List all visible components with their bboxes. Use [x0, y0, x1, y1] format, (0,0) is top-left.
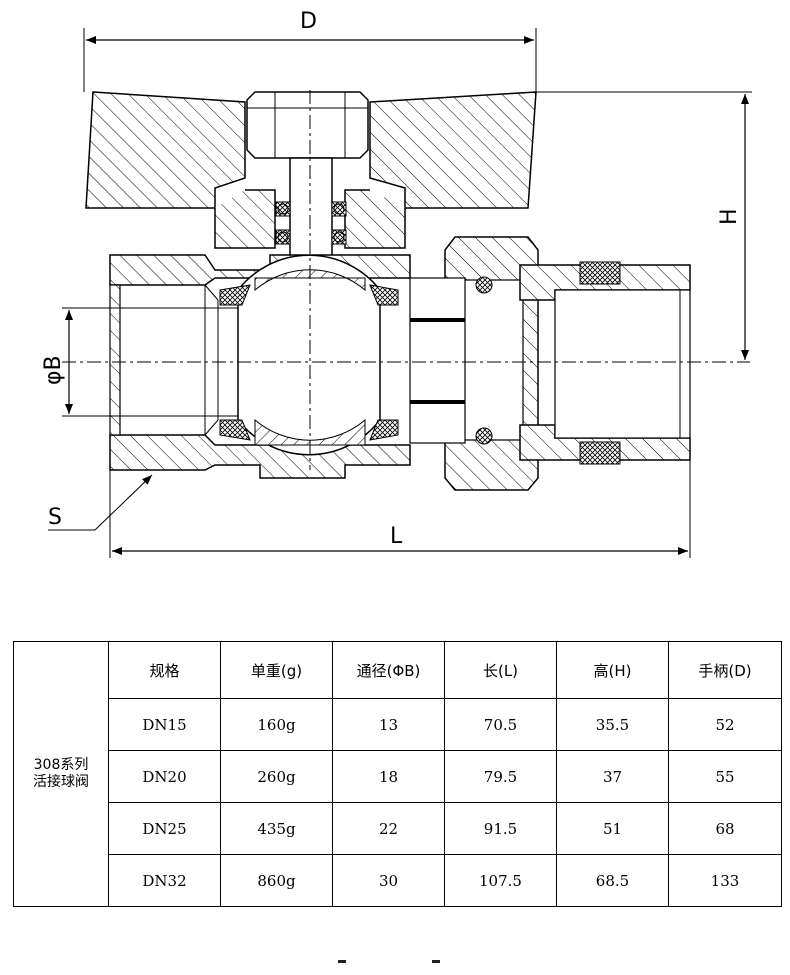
cell-height: 37 — [556, 750, 669, 803]
cell-height: 51 — [556, 802, 669, 855]
cell-handle: 68 — [668, 802, 782, 855]
union-nut — [409, 236, 539, 491]
cell-weight: 435g — [220, 802, 333, 855]
cell-length: 91.5 — [444, 802, 557, 855]
header-length: 长(L) — [444, 641, 557, 699]
cell-length: 107.5 — [444, 854, 557, 907]
cell-bore: 18 — [332, 750, 445, 803]
dim-label-B: φB — [41, 355, 66, 385]
cell-weight: 860g — [220, 854, 333, 907]
dimension-B: φB — [41, 307, 238, 417]
cell-bore: 13 — [332, 698, 445, 751]
table-row: DN25 435g 22 91.5 51 68 — [14, 802, 782, 855]
cell-weight: 260g — [220, 750, 333, 803]
dimension-L: L — [109, 460, 691, 558]
ball — [237, 254, 381, 456]
header-weight: 单重(g) — [220, 641, 333, 699]
header-spec: 规格 — [108, 641, 221, 699]
series-cell: 308系列 活接球阀 — [13, 641, 109, 907]
cell-length: 70.5 — [444, 698, 557, 751]
header-bore: 通径(ΦB) — [332, 641, 445, 699]
footer-mark — [338, 960, 346, 963]
cell-spec: DN25 — [108, 802, 221, 855]
dimension-H: H — [536, 91, 752, 360]
cell-handle: 52 — [668, 698, 782, 751]
table-row: DN20 260g 18 79.5 37 55 — [14, 750, 782, 803]
series-label-line-1: 308系列 — [33, 757, 89, 773]
dim-label-S: S — [48, 505, 62, 530]
cell-spec: DN15 — [108, 698, 221, 751]
dim-label-D: D — [300, 9, 317, 34]
spec-table: 308系列 活接球阀 规格 单重(g) 通径(ΦB) 长(L) 高(H) 手柄(… — [13, 641, 782, 907]
union-tail — [519, 261, 691, 465]
cell-weight: 160g — [220, 698, 333, 751]
table-row: DN32 860g 30 107.5 68.5 133 — [14, 854, 782, 907]
ball-seats — [219, 284, 399, 441]
cell-bore: 30 — [332, 854, 445, 907]
cell-handle: 133 — [668, 854, 782, 907]
footer-mark — [432, 960, 440, 963]
cell-bore: 22 — [332, 802, 445, 855]
dim-label-L: L — [390, 524, 403, 549]
series-label-line-2: 活接球阀 — [33, 774, 89, 790]
leader-S: S — [48, 474, 153, 531]
dimension-D: D — [83, 9, 537, 92]
cell-height: 35.5 — [556, 698, 669, 751]
cell-spec: DN32 — [108, 854, 221, 907]
cell-handle: 55 — [668, 750, 782, 803]
table-header-row: 308系列 活接球阀 规格 单重(g) 通径(ΦB) 长(L) 高(H) 手柄(… — [13, 641, 782, 907]
header-height: 高(H) — [556, 641, 669, 699]
header-handle: 手柄(D) — [668, 641, 782, 699]
cell-height: 68.5 — [556, 854, 669, 907]
ball-valve-section-drawing: D — [41, 9, 752, 558]
cell-spec: DN20 — [108, 750, 221, 803]
handle — [85, 91, 537, 249]
centerlines — [62, 90, 750, 470]
dim-label-H: H — [717, 208, 742, 225]
cell-length: 79.5 — [444, 750, 557, 803]
table-row: DN15 160g 13 70.5 35.5 52 — [14, 698, 782, 751]
handle-nut — [246, 91, 369, 159]
